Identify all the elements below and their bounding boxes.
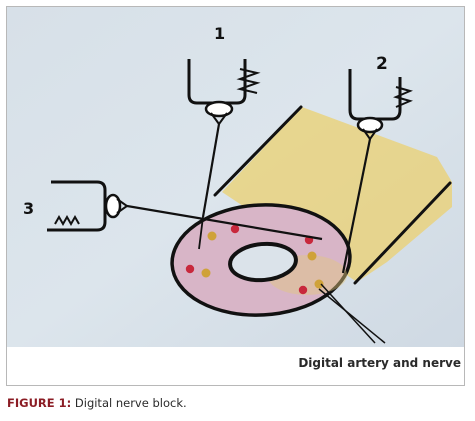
digital-nerve-block-illustration: 1 2 3 xyxy=(7,7,464,385)
figure-caption-label: FIGURE 1: xyxy=(7,396,72,410)
finger-outline-lower xyxy=(353,181,452,285)
syringe-1 xyxy=(187,59,261,250)
digital-artery-dot xyxy=(298,285,308,295)
digital-artery-dot xyxy=(185,264,195,274)
syringe-3 xyxy=(47,180,323,241)
syringe-2-label: 2 xyxy=(376,54,388,74)
figure-caption-text: Digital nerve block. xyxy=(74,396,187,410)
digital-artery-dot xyxy=(230,224,240,234)
finger-shading xyxy=(222,107,452,282)
pointer-line xyxy=(320,283,376,344)
digital-nerve-dot xyxy=(307,251,317,261)
figure-caption: FIGURE 1: Digital nerve block. xyxy=(7,396,187,410)
finger-outline-upper xyxy=(213,105,303,197)
syringe-1-label: 1 xyxy=(214,24,225,43)
phalanx-bone xyxy=(228,241,298,283)
syringe-3-label: 3 xyxy=(23,199,34,218)
pointer-line xyxy=(318,288,386,344)
digital-nerve-dot xyxy=(314,279,324,289)
label-strip xyxy=(7,347,464,385)
digital-nerve-dot xyxy=(201,268,211,278)
syringe-2 xyxy=(341,69,413,274)
digital-nerve-dot xyxy=(207,231,217,241)
digital-artery-and-nerve-label: Digital artery and nerve xyxy=(298,356,461,370)
